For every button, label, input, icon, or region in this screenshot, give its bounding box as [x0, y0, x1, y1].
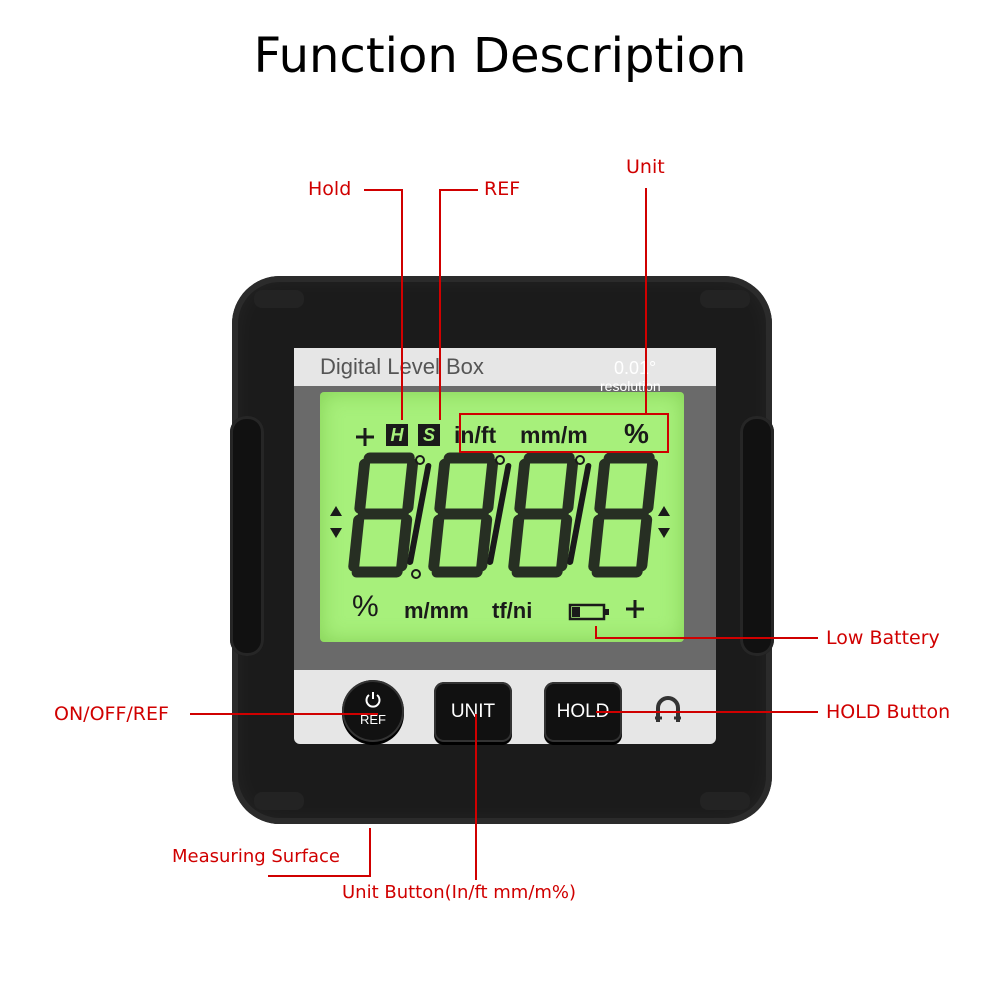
ref-indicator: S: [418, 424, 440, 446]
callout-unit-button: Unit Button(In/ft mm/m%): [342, 882, 577, 903]
unit-percent-bottom: %: [352, 590, 379, 623]
digital-level-box: Digital Level Box 0.01° resolution H S i…: [230, 276, 774, 824]
callout-ref: REF: [484, 178, 521, 200]
corner-tab: [700, 290, 750, 308]
unit-in-ft-top: in/ft: [454, 422, 497, 448]
lcd-display: H S in/ft mm/m %: [320, 392, 684, 642]
battery-icon: [568, 603, 609, 621]
page-title: Function Description: [253, 28, 747, 84]
callout-hold-button: HOLD Button: [826, 701, 951, 723]
right-grip: [740, 416, 774, 656]
callout-measuring-surface: Measuring Surface: [172, 846, 340, 867]
arrow-up-down-icon: [330, 506, 342, 538]
power-ref-button[interactable]: REF: [342, 680, 404, 742]
callout-hold: Hold: [308, 178, 352, 200]
unit-mm-m-top: mm/m: [520, 422, 588, 448]
corner-tab: [700, 792, 750, 810]
front-panel: Digital Level Box 0.01° resolution H S i…: [294, 348, 716, 744]
unit-percent-top: %: [624, 418, 649, 449]
level-cross-icon: [626, 600, 644, 618]
unit-in-ft-bottom: tf/ni: [492, 598, 533, 623]
unit-button[interactable]: UNIT: [434, 682, 512, 742]
brand-strip-shape: [294, 348, 716, 386]
corner-tab: [254, 290, 304, 308]
level-cross-icon: [356, 428, 374, 446]
power-icon: [365, 692, 381, 708]
hold-indicator: H: [386, 424, 408, 446]
seven-segment-digits: [348, 452, 658, 579]
callout-low-battery: Low Battery: [826, 627, 940, 649]
corner-tab: [254, 792, 304, 810]
arrow-up-down-icon: [658, 506, 670, 538]
callout-on-off-ref: ON/OFF/REF: [54, 703, 169, 725]
left-grip: [230, 416, 264, 656]
magnet-icon: [655, 696, 681, 722]
callout-unit: Unit: [626, 156, 665, 178]
unit-mm-m-bottom: m/mm: [404, 598, 469, 623]
ref-button-label: REF: [360, 712, 386, 727]
